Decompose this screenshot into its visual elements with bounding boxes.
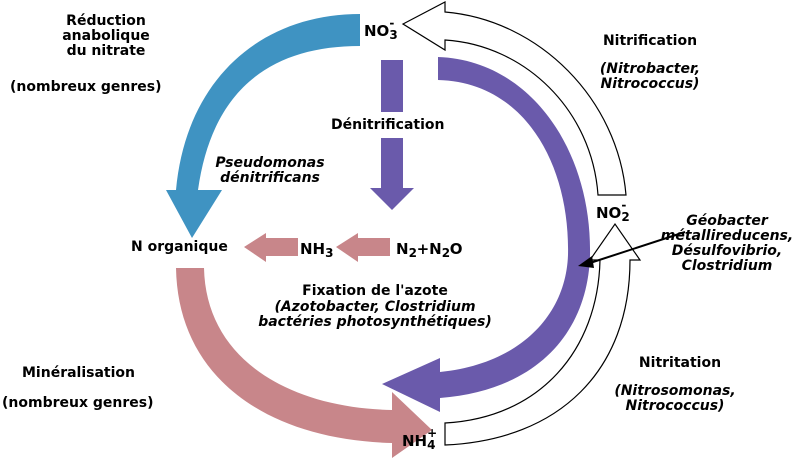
pointer-arrowhead: [578, 256, 594, 268]
organic-nitrogen-label: N organique: [131, 239, 228, 255]
anabolic-reduction-title: Réduction anabolique du nitrate: [46, 14, 166, 59]
organism-line: Désulfovibrio,: [671, 243, 783, 259]
formula-part: N: [429, 240, 442, 258]
mineralisation-arrow: [176, 268, 432, 458]
organism-line: Pseudomonas: [215, 155, 325, 171]
subscript: 3: [325, 246, 334, 260]
organism-line: Géobacter: [686, 213, 768, 229]
charge: -: [621, 198, 627, 212]
organism-line: Nitrococcus): [625, 398, 725, 414]
denitrification-title: Dénitrification: [331, 117, 445, 133]
title-line: du nitrate: [66, 43, 146, 59]
formula-base: NH: [300, 240, 326, 258]
organism-line: bactéries photosynthétiques): [258, 314, 492, 330]
mineralisation-organisms: (nombreux genres): [2, 395, 154, 411]
denitrification-arrow-lower: [370, 138, 414, 210]
organism-line: (Nitrobacter,: [599, 61, 701, 77]
anabolic-reduction-arrow: [166, 14, 360, 238]
subscript: 2: [408, 246, 417, 260]
fixation-organisms: (Azotobacter, Clostridium bactéries phot…: [220, 300, 530, 330]
nitrate-label: NO-3: [364, 16, 398, 42]
organism-line: Nitrococcus): [600, 76, 700, 92]
mineralisation-title: Minéralisation: [22, 365, 135, 381]
pointer-line: [589, 231, 686, 264]
ammonium-label: NH+4: [402, 426, 437, 452]
nitritation-arrow: [444, 222, 642, 446]
denitrification-arrow-upper: [381, 60, 403, 112]
plus-sign: +: [416, 240, 430, 258]
fixation-title: Fixation de l'azote: [302, 283, 448, 299]
fixation-arrow-1: [244, 233, 298, 262]
formula-part: N: [396, 240, 409, 258]
dissimilatory-reduction-arrow: [382, 57, 591, 412]
formula-base: NH: [402, 432, 428, 450]
charge: -: [389, 16, 395, 30]
nitritation-title: Nitritation: [638, 355, 722, 371]
subscript: 4: [427, 438, 436, 452]
denitrification-organisms: Pseudomonas dénitrificans: [200, 156, 340, 186]
organism-line: (Nitrosomonas,: [614, 383, 736, 399]
dissimilatory-organisms: Géobacter métallireducens, Désulfovibrio…: [652, 214, 800, 274]
anabolic-reduction-organisms: (nombreux genres): [10, 79, 162, 95]
formula-base: NO: [364, 22, 390, 40]
nitrite-label: NO-2: [596, 198, 630, 224]
nitritation-organisms: (Nitrosomonas, Nitrococcus): [600, 384, 750, 414]
organism-line: (Azotobacter, Clostridium: [274, 299, 476, 315]
nitrification-organisms: (Nitrobacter, Nitrococcus): [580, 62, 720, 92]
charge: +: [427, 426, 438, 440]
nitrification-arrow: [401, 1, 627, 196]
title-line: anabolique: [62, 28, 150, 44]
fixation-arrow-2: [336, 233, 390, 262]
subscript: 2: [441, 246, 451, 260]
formula-part: O: [449, 240, 463, 258]
organism-line: dénitrificans: [220, 170, 320, 186]
organism-line: Clostridium: [681, 258, 773, 274]
title-line: Réduction: [66, 13, 146, 29]
organism-line: métallireducens,: [660, 228, 794, 244]
formula-base: NO: [596, 204, 622, 222]
nitrification-title: Nitrification: [602, 33, 698, 49]
subscript: 2: [621, 210, 630, 224]
subscript: 3: [389, 28, 398, 42]
